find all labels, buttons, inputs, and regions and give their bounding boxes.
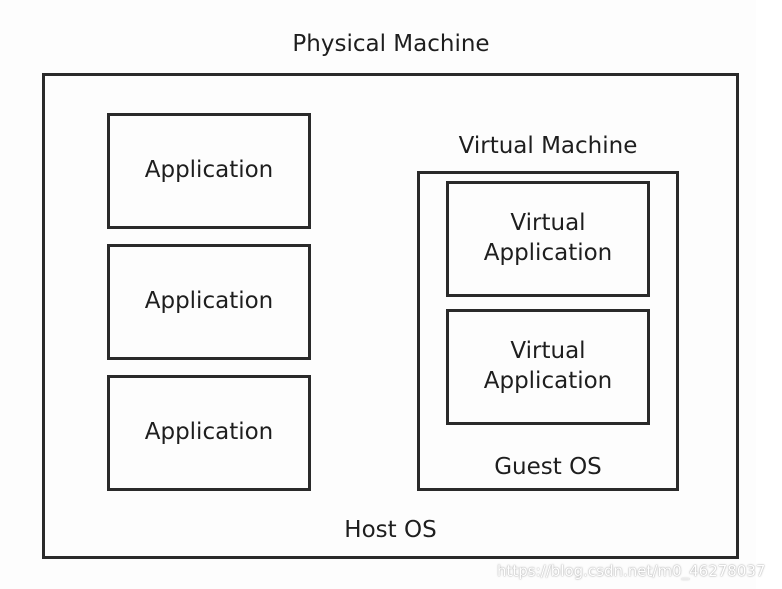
virtual-application-line2-1: Application [483, 240, 613, 266]
application-label-2: Application [144, 288, 274, 315]
application-box-1: Application [107, 113, 311, 229]
virtual-machine-title: Virtual Machine [458, 133, 638, 159]
virtual-application-line1-1: Virtual [510, 210, 586, 237]
application-label-3: Application [144, 419, 274, 446]
virtual-application-box-1: Virtual Application [446, 181, 650, 297]
physical-machine-box [42, 73, 739, 559]
application-label-1: Application [144, 157, 274, 184]
host-os-label: Host OS [344, 517, 437, 543]
virtual-application-box-2: Virtual Application [446, 309, 650, 425]
application-box-3: Application [107, 375, 311, 491]
diagram-canvas: Physical Machine Application Application… [42, 31, 766, 580]
watermark-text: https://blog.csdn.net/m0_46278037 [497, 562, 766, 580]
guest-os-label: Guest OS [494, 454, 602, 480]
virtual-application-line1-2: Virtual [510, 338, 586, 365]
virtual-machine-box [417, 171, 679, 491]
virtual-application-line2-2: Application [483, 368, 613, 394]
application-box-2: Application [107, 244, 311, 360]
physical-machine-title: Physical Machine [292, 31, 490, 57]
